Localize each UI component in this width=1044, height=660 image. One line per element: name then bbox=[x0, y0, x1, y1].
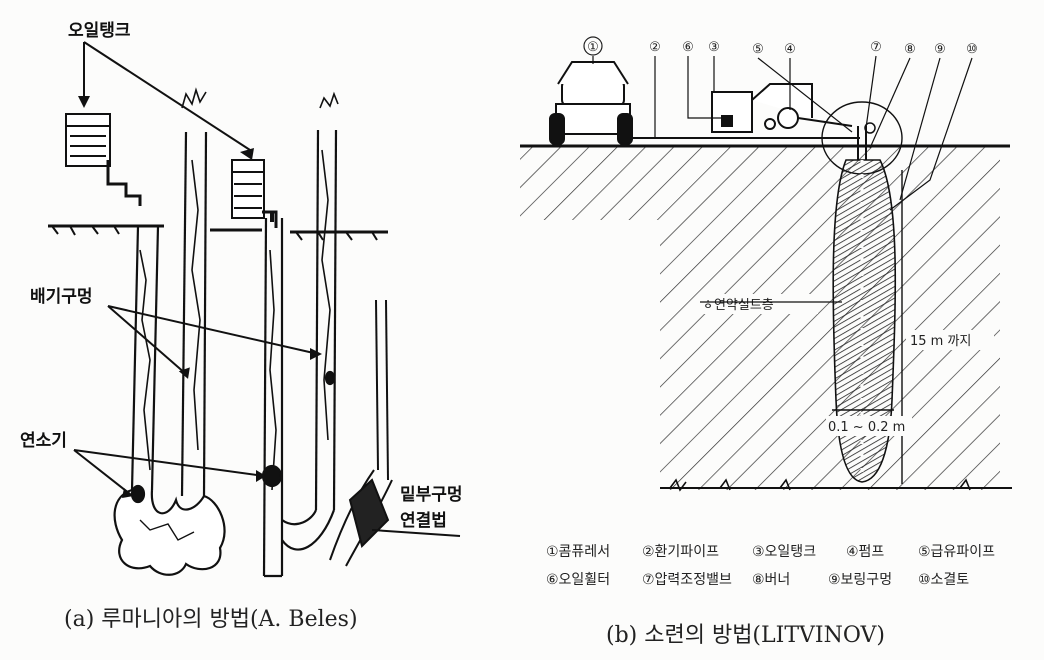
compressor bbox=[549, 61, 633, 145]
left-diagram: 오일탱크 bbox=[20, 21, 463, 632]
legend-item-4: ④펌프 bbox=[846, 544, 884, 560]
markers: ① ② ⑥ ③ ⑤ ④ ⑦ ⑧ ⑨ ⑩ bbox=[583, 36, 978, 57]
marker-7: ⑦ bbox=[870, 40, 882, 55]
caption-left: (a) 루마니아의 방법(A. Beles) bbox=[64, 607, 358, 632]
marker-4: ④ bbox=[784, 42, 796, 57]
ground-texture bbox=[51, 225, 378, 241]
legend-item-10: ⑩소결토 bbox=[918, 572, 969, 588]
soil-layer-label: ㅎ연약실트층 bbox=[702, 298, 774, 313]
marker-6: ⑥ bbox=[682, 40, 694, 55]
oil-tank bbox=[711, 83, 853, 133]
arrow-head bbox=[240, 148, 254, 160]
marker-8: ⑧ bbox=[904, 42, 916, 57]
oil-tank-right bbox=[231, 159, 278, 228]
marker-1: ① bbox=[587, 40, 599, 55]
legend-item-2: ②환기파이프 bbox=[642, 544, 719, 560]
oil-tank-left bbox=[65, 113, 142, 206]
exhaust-hole-label: 배기구멍 bbox=[30, 287, 93, 307]
bottom-hole-arrow bbox=[371, 529, 461, 537]
feed-line-right bbox=[83, 41, 251, 151]
shaft-left-pair bbox=[113, 87, 226, 576]
diameter-label: 0.1 ~ 0.2 m bbox=[828, 420, 905, 435]
sintered-soil-column bbox=[832, 159, 897, 483]
right-diagram: ㅎ연약실트층 15 m 까지 0.1 ~ 0.2 m ① ② ⑥ ③ ⑤ ④ ⑦… bbox=[520, 36, 1012, 648]
oil-tank-label: 오일탱크 bbox=[68, 21, 131, 41]
marker-3: ③ bbox=[708, 40, 720, 55]
burner-label: 연소기 bbox=[20, 431, 67, 451]
exhaust-arrow-1 bbox=[107, 305, 187, 375]
caption-right: (b) 소련의 방법(LITVINOV) bbox=[606, 623, 885, 648]
arrow-head bbox=[78, 96, 90, 108]
legend-item-1: ①콤퓨레서 bbox=[546, 544, 610, 560]
legend-item-7: ⑦압력조정밸브 bbox=[642, 572, 732, 588]
legend-item-6: ⑥오일휠터 bbox=[546, 572, 610, 588]
bottom-hole-label-2: 연결법 bbox=[400, 511, 447, 531]
depth-label: 15 m 까지 bbox=[910, 334, 971, 349]
marker-5: ⑤ bbox=[752, 42, 764, 57]
bottom-hole-label-1: 밑부구멍 bbox=[400, 485, 463, 505]
marker-9: ⑨ bbox=[934, 42, 946, 57]
bottom-hole-sketch bbox=[329, 299, 393, 567]
legend-item-8: ⑧버너 bbox=[752, 572, 790, 588]
legend-item-5: ⑤급유파이프 bbox=[918, 544, 995, 560]
leader-lines bbox=[592, 55, 973, 211]
shaft-right-pair bbox=[261, 91, 339, 578]
ground-line bbox=[48, 224, 388, 234]
legend-item-9: ⑨보링구멍 bbox=[828, 572, 892, 588]
legend-item-3: ③오일탱크 bbox=[752, 544, 816, 560]
burner-arrow-2 bbox=[73, 449, 265, 477]
marker-10: ⑩ bbox=[966, 42, 978, 57]
exhaust-arrow-2 bbox=[107, 305, 319, 355]
legend: ①콤퓨레서 ②환기파이프 ③오일탱크 ④펌프 ⑤급유파이프 ⑥오일휠터 ⑦압력조… bbox=[546, 544, 995, 588]
marker-2: ② bbox=[649, 40, 661, 55]
burner-arrow-1 bbox=[73, 449, 131, 495]
